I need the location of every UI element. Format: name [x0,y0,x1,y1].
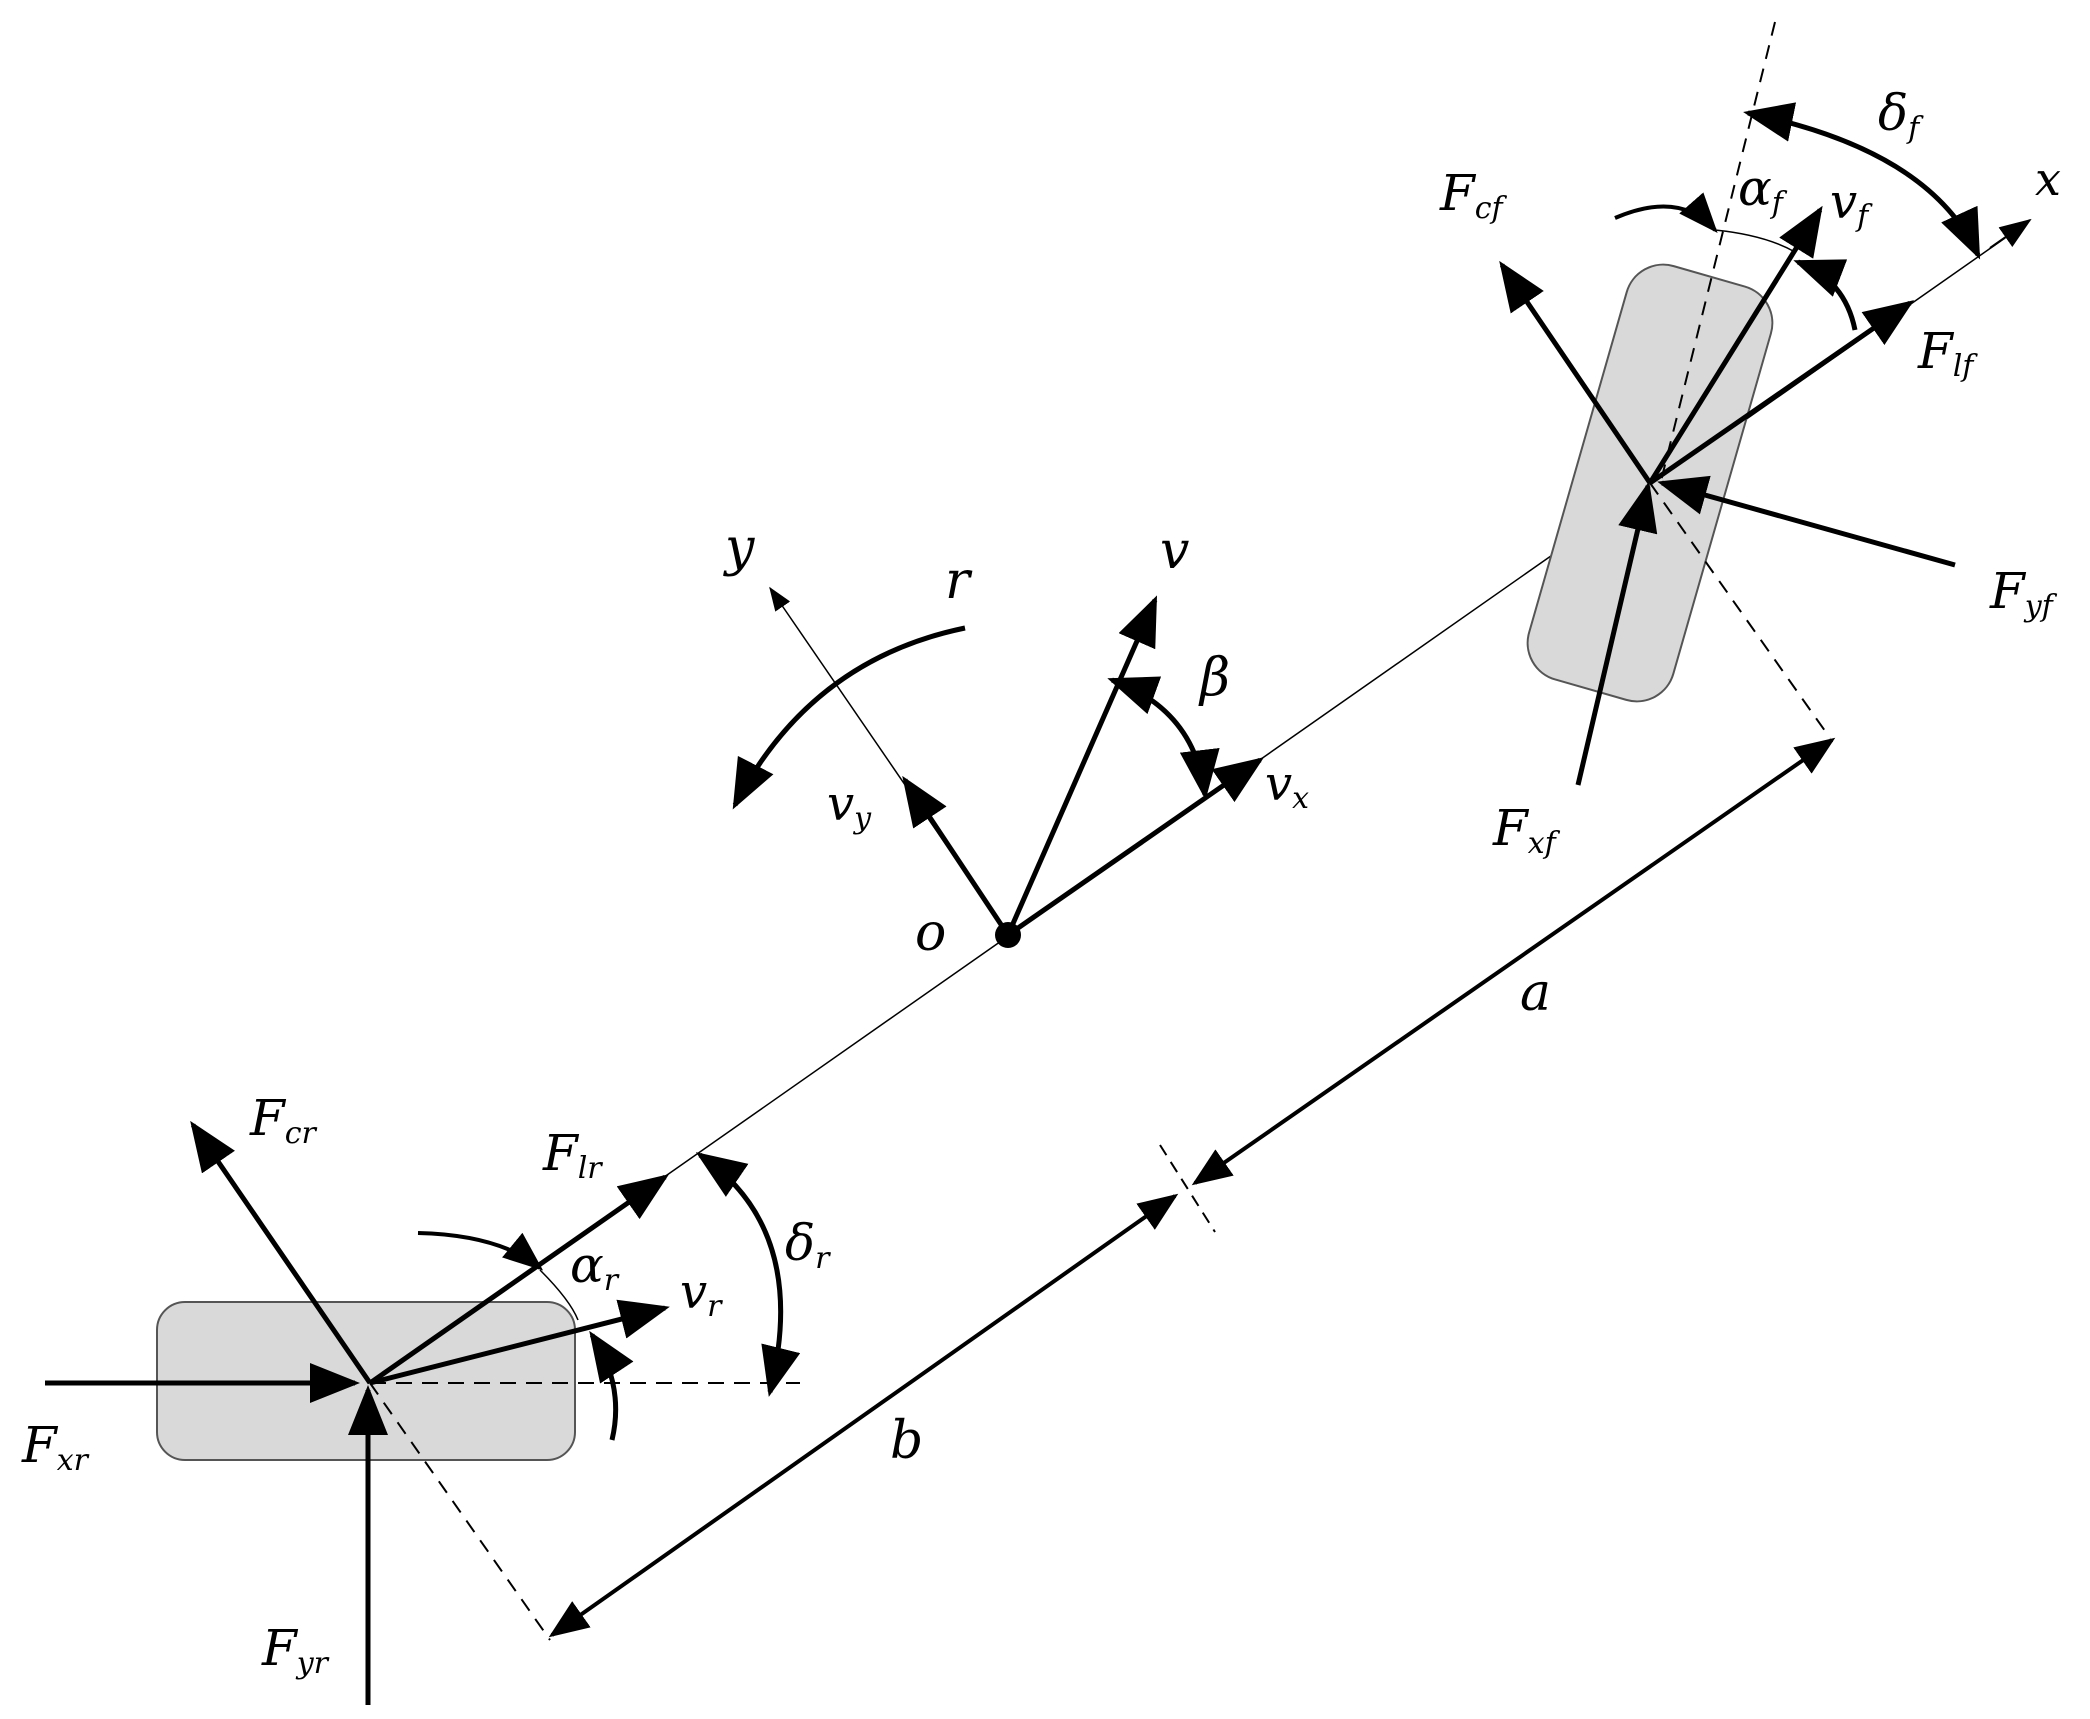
Fxf-vector [1575,481,1658,786]
vy-vector [902,775,1011,937]
label-Fcr: Fcr [249,1089,318,1151]
label-b: b [890,1411,923,1471]
label-Fcf: Fcf [1439,164,1508,226]
dimension-tick [1159,1144,1216,1233]
label-alpha-f: αf [1738,159,1788,221]
label-x: x [2035,152,2061,206]
delta-f-arc [1743,102,1981,260]
Fyf-vector [1657,475,1956,568]
label-Fyf: Fyf [1989,562,2058,624]
delta-r-arc [695,1152,801,1397]
Fcr-vector [190,1120,373,1385]
x-axis-arrow [1989,218,2032,249]
alpha-f-thin-arc [1714,229,1796,253]
label-r: r [945,551,973,611]
vr-vector [369,1299,670,1386]
yaw-rate-arc [732,625,966,810]
label-vr: vr [680,1264,723,1324]
vf-flf-arc [1793,259,1858,331]
label-y: y [723,518,755,578]
label-v: v [1160,521,1189,581]
alpha-f-arc [1614,192,1718,234]
front-wheel-heading-dashed [1659,21,1776,486]
label-o: o [915,903,946,963]
label-vf: vf [1830,174,1873,234]
beta-arc [1107,676,1220,800]
label-Flr: Flr [542,1124,603,1186]
label-Fxr: Fxr [21,1416,90,1478]
front-perp-dashed [1649,482,1831,739]
rear-perp-dashed [369,1382,551,1641]
alpha-r-arc [417,1231,544,1271]
v-vector [1005,595,1158,937]
Flf-vector [1648,300,1915,486]
label-vy: vy [827,776,872,836]
dimension-a [1191,737,1836,1186]
label-beta: β [1198,648,1230,708]
label-delta-r: δr [785,1214,831,1276]
dimension-b [548,1193,1179,1638]
vr-delta-arc [589,1330,634,1441]
alpha-r-thin-arc [539,1269,579,1321]
label-Fyr: Fyr [261,1619,330,1681]
label-Flf: Flf [1917,322,1978,384]
label-Fxf: Fxf [1492,799,1561,861]
Flr-vector [368,1174,670,1386]
label-vx: vx [1265,756,1309,816]
label-a: a [1520,963,1551,1023]
label-delta-f: δf [1878,84,1924,146]
Fcf-vector [1499,260,1653,485]
label-alpha-r: αr [570,1236,620,1298]
